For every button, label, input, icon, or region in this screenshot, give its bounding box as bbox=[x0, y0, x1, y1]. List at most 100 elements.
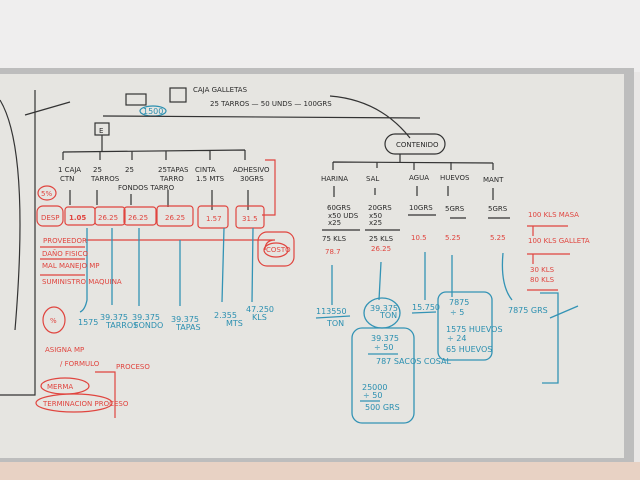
item-unit: FONDO bbox=[134, 321, 163, 330]
item-qty: x25 bbox=[369, 219, 382, 227]
item-total: 15.750 bbox=[412, 303, 440, 312]
item-label: SAL bbox=[366, 175, 379, 183]
note: % bbox=[50, 317, 57, 325]
note: ASIGNA MP bbox=[45, 346, 84, 354]
item-qty: x50 UDS bbox=[328, 212, 359, 220]
item-cost: 26.25 bbox=[128, 214, 148, 222]
whiteboard-text: 787 SACOS COSAL bbox=[376, 357, 451, 366]
item-unit: TAPAS bbox=[175, 323, 201, 332]
item-total: 1575 bbox=[78, 318, 98, 327]
item-total: 2.355 bbox=[214, 311, 237, 320]
note: TERMINACION PROCESO bbox=[42, 400, 129, 408]
item-label: 1.5 MTS bbox=[196, 175, 225, 183]
item-qty: 10GRS bbox=[409, 204, 433, 212]
item-label: 30GRS bbox=[240, 175, 264, 183]
note: COSTO bbox=[266, 246, 291, 254]
item-unit: TARROS bbox=[105, 321, 138, 330]
item-label: MANT bbox=[483, 176, 504, 184]
whiteboard-text: 39.375 bbox=[371, 334, 399, 343]
contenido-label: CONTENIDO bbox=[396, 141, 439, 149]
item-total: 39.375 bbox=[132, 313, 160, 322]
note: MERMA bbox=[47, 383, 73, 391]
item-label: CINTA bbox=[195, 166, 216, 174]
wall bbox=[0, 0, 640, 72]
item-label: 25 bbox=[125, 166, 134, 174]
item-unit: TON bbox=[326, 319, 344, 328]
badge-1500: 1500 bbox=[143, 107, 163, 116]
blue-bracket bbox=[540, 292, 579, 384]
item-total: 113550 bbox=[316, 307, 347, 316]
tree-line bbox=[102, 95, 421, 139]
item-qty: 5GRS bbox=[445, 205, 465, 213]
red-notes: 5% DESP PROVEEDOR DAÑO FISICO MAL MANEJO… bbox=[35, 185, 295, 418]
item-qty: x25 bbox=[328, 219, 341, 227]
whiteboard-text: 1575 HUEVOS bbox=[446, 325, 503, 334]
item-cost: 1.57 bbox=[206, 215, 222, 223]
item-sub: 25 KLS bbox=[369, 235, 394, 243]
item-unit: KLS bbox=[252, 313, 267, 322]
item-label: TARROS bbox=[90, 175, 120, 183]
box-icon bbox=[169, 87, 187, 103]
item-label: TARRO bbox=[159, 175, 184, 183]
whiteboard-text: ÷ 5 bbox=[450, 308, 464, 317]
title-line2: 25 TARROS — 50 UNDS — 100GRS bbox=[210, 100, 332, 108]
item-cost: 5.25 bbox=[445, 234, 461, 242]
whiteboard-text: ÷ 50 bbox=[374, 343, 393, 352]
item-unit: TON bbox=[379, 311, 397, 320]
note: PROCESO bbox=[116, 363, 150, 371]
item-cost: 26.25 bbox=[98, 214, 118, 222]
note: 5% bbox=[41, 190, 52, 198]
item-total: 39.375 bbox=[370, 304, 398, 313]
whiteboard-text: 80 KLS bbox=[530, 276, 555, 284]
item-cost: 26.25 bbox=[165, 214, 185, 222]
contenido-outline bbox=[384, 133, 446, 155]
item-qty: 5GRS bbox=[488, 205, 508, 213]
item-label: HARINA bbox=[321, 175, 348, 183]
title-line1: CAJA GALLETAS bbox=[193, 86, 248, 94]
whiteboard-text: 7875 bbox=[449, 298, 469, 307]
arrow-line bbox=[24, 101, 71, 116]
item-cost: 5.25 bbox=[490, 234, 506, 242]
huevos-calculation: 7875 ÷ 5 1575 HUEVOS ÷ 24 65 HUEVOS bbox=[437, 291, 503, 361]
whiteboard-text: 500 GRS bbox=[365, 403, 400, 412]
item-label: HUEVOS bbox=[440, 174, 470, 182]
note: MAL MANEJO MP bbox=[42, 262, 100, 270]
note: / FORMULO bbox=[60, 360, 100, 368]
right-items: HARINA SAL AGUA HUEVOS MANT 60GRS x50 UD… bbox=[315, 174, 548, 329]
item-total: 39.375 bbox=[171, 315, 199, 324]
item-qty: x50 bbox=[369, 212, 382, 220]
item-qty: 20GRS bbox=[368, 204, 392, 212]
whiteboard-text: ÷ 50 bbox=[363, 391, 382, 400]
item-label: 25 bbox=[93, 166, 102, 174]
item-label: 25TAPAS bbox=[158, 166, 189, 174]
whiteboard-text: 30 KLS bbox=[530, 266, 555, 274]
note: PROVEEDOR bbox=[43, 237, 87, 245]
red-notes-right: 100 KLS MASA 100 KLS GALLETA 30 KLS 80 K… bbox=[527, 211, 590, 291]
note: SUMINISTRO MAQUINA bbox=[42, 278, 122, 286]
item-total: 7875 GRS bbox=[508, 306, 548, 315]
item-label: AGUA bbox=[409, 174, 429, 182]
left-drawing bbox=[0, 90, 36, 396]
board-surface bbox=[0, 74, 624, 458]
whiteboard-text: 65 HUEVOS bbox=[446, 345, 492, 354]
whiteboard-text: 100 KLS GALLETA bbox=[528, 237, 590, 245]
box-e: E bbox=[99, 127, 103, 135]
item-cost: 26.25 bbox=[371, 245, 391, 253]
item-label: FONDOS TARRO bbox=[118, 184, 175, 192]
item-total: 39.375 bbox=[100, 313, 128, 322]
item-cost: 78.7 bbox=[325, 248, 341, 256]
item-cost: 10.5 bbox=[411, 234, 427, 242]
whiteboard-text: 25000 bbox=[362, 383, 387, 392]
item-label: ADHESIVO bbox=[233, 166, 270, 174]
item-unit: MTS bbox=[226, 319, 243, 328]
item-label: CTN bbox=[60, 175, 74, 183]
red-line bbox=[85, 159, 276, 251]
wall-bottom bbox=[0, 462, 640, 480]
item-qty: 60GRS bbox=[327, 204, 351, 212]
item-label: 1 CAJA bbox=[58, 166, 81, 174]
blue-arrow-line bbox=[79, 227, 254, 313]
item-cost: 31.5 bbox=[242, 215, 258, 223]
sal-calculation: 39.375 ÷ 50 787 SACOS COSAL 25000 ÷ 50 5… bbox=[351, 327, 451, 424]
